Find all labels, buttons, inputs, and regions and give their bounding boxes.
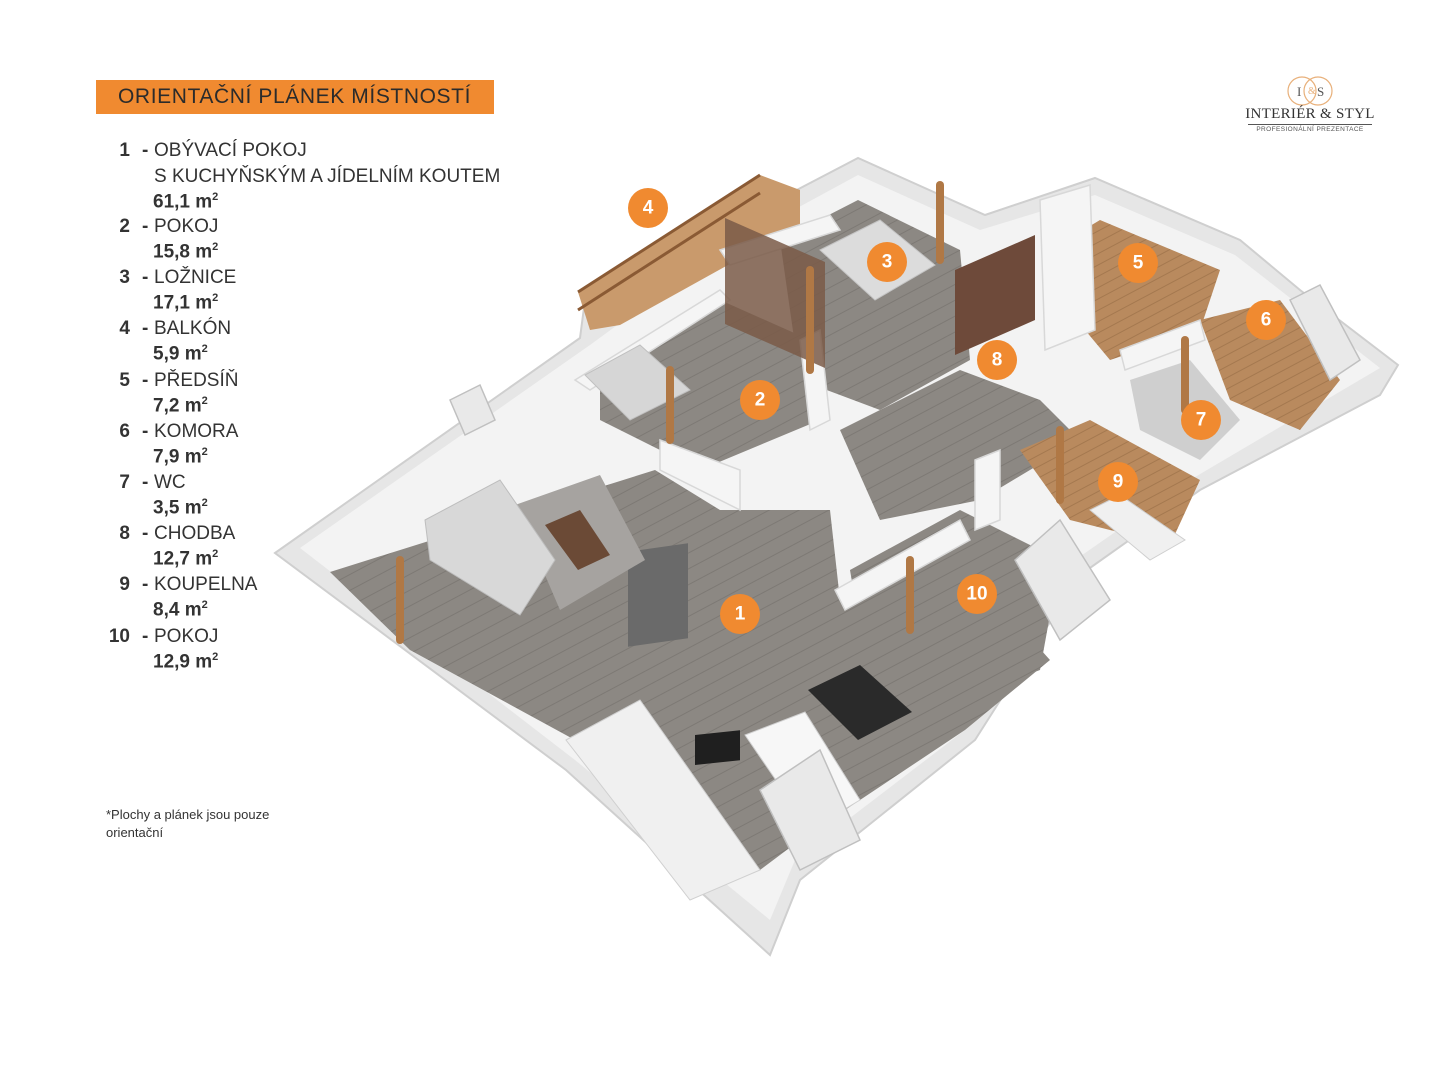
kitchen-counter xyxy=(565,699,761,901)
svg-text:5: 5 xyxy=(1133,253,1144,274)
legend-number: 5 xyxy=(119,369,130,391)
room-marker-7: 7 xyxy=(1181,400,1221,440)
logo-rings-icon: I & S xyxy=(1287,76,1333,106)
legend-room-name: KOMORA xyxy=(154,420,239,442)
legend-room-name: OBÝVACÍ POKOJ xyxy=(154,140,307,161)
coffee-table xyxy=(545,510,610,570)
dining-table xyxy=(808,665,912,740)
logo-brand-name: INTERIÉR & STYL xyxy=(1245,106,1375,122)
room-2-floor xyxy=(600,300,820,470)
legend-room-name: BALKÓN xyxy=(154,318,232,340)
legend-room-name-line2: S KUCHYŇSKÝM A JÍDELNÍM KOUTEM xyxy=(154,166,501,187)
legend-number: 10 xyxy=(108,625,130,647)
legend-room-area: 12,7 m2 xyxy=(153,548,219,570)
legend-number: 7 xyxy=(119,471,130,493)
legend-dash: - xyxy=(142,625,149,647)
timber-beams xyxy=(396,181,1189,644)
legend-number: 2 xyxy=(119,216,130,237)
skylights xyxy=(449,284,1361,872)
legend-room-name: PŘEDSÍŇ xyxy=(154,369,239,391)
legend-number: 1 xyxy=(119,140,130,161)
svg-text:3: 3 xyxy=(882,252,893,273)
legend-dash: - xyxy=(142,471,149,493)
legend-number: 8 xyxy=(119,523,130,545)
legend-room-name: POKOJ xyxy=(154,216,219,237)
legend-number: 9 xyxy=(119,574,130,596)
svg-text:9: 9 xyxy=(1113,472,1124,493)
room-marker-2: 2 xyxy=(740,380,780,420)
balcony-railing xyxy=(577,173,761,312)
room-marker-9: 9 xyxy=(1098,462,1138,502)
legend-number: 6 xyxy=(119,420,130,442)
sofa xyxy=(424,479,556,616)
legend-room-name: KOUPELNA xyxy=(154,574,258,596)
logo-tagline: PROFESIONÁLNÍ PREZENTACE xyxy=(1256,126,1364,133)
svg-text:10: 10 xyxy=(966,584,987,605)
room-markers: 1 2 3 4 5 6 7 8 9 10 xyxy=(628,188,1286,634)
legend-room-area: 3,5 m2 xyxy=(153,496,208,519)
svg-text:6: 6 xyxy=(1261,310,1272,331)
legend-room-area: 61,1 m2 xyxy=(153,191,219,213)
legend-dash: - xyxy=(142,267,149,289)
brand-logo: I & S INTERIÉR & STYL PROFESIONÁLNÍ PREZ… xyxy=(1240,74,1380,134)
room-2-sofa xyxy=(584,344,691,421)
svg-text:8: 8 xyxy=(992,350,1003,371)
room-marker-8: 8 xyxy=(977,340,1017,380)
legend-room-name: WC xyxy=(154,471,186,493)
bedroom-divider xyxy=(725,218,825,368)
fridge xyxy=(628,543,688,647)
svg-text:&: & xyxy=(1308,86,1316,97)
svg-text:4: 4 xyxy=(643,198,654,219)
corridor-floor xyxy=(840,370,1080,520)
legend-dash: - xyxy=(142,318,149,340)
legend-room-name: POKOJ xyxy=(154,625,219,647)
svg-text:7: 7 xyxy=(1196,410,1207,431)
legend-number: 4 xyxy=(119,318,130,340)
legend-room-area: 17,1 m2 xyxy=(153,292,219,314)
legend-dash: - xyxy=(142,523,149,545)
legend-dash: - xyxy=(142,216,149,237)
legend-room-area: 7,9 m2 xyxy=(153,445,208,468)
logo-divider xyxy=(1248,124,1372,125)
legend-room-name: CHODBA xyxy=(154,523,236,545)
balcony-floor xyxy=(578,175,800,330)
room-marker-1: 1 xyxy=(720,594,760,634)
svg-text:2: 2 xyxy=(755,390,766,411)
footnote: *Plochy a plánek jsou pouze orientační xyxy=(106,807,270,840)
wardrobe xyxy=(955,235,1035,355)
room-marker-5: 5 xyxy=(1118,243,1158,283)
room-marker-4: 4 xyxy=(628,188,668,228)
storage-floor xyxy=(1200,300,1340,430)
svg-text:1: 1 xyxy=(735,604,746,625)
legend-dash: - xyxy=(142,574,149,596)
legend-room-area: 5,9 m2 xyxy=(153,343,208,365)
legend-room-area: 12,9 m2 xyxy=(153,650,219,672)
page-title: ORIENTAČNÍ PLÁNEK MÍSTNOSTÍ xyxy=(118,85,472,108)
cooktop xyxy=(695,730,740,765)
legend-dash: - xyxy=(142,369,149,391)
room-marker-10: 10 xyxy=(957,574,997,614)
legend-dash: - xyxy=(142,420,149,442)
legend-room-name: LOŽNICE xyxy=(154,267,237,289)
logo-monogram-left: I xyxy=(1297,84,1301,99)
room-marker-3: 3 xyxy=(867,242,907,282)
room-marker-6: 6 xyxy=(1246,300,1286,340)
legend-room-area: 7,2 m2 xyxy=(153,394,208,416)
legend-room-area: 15,8 m2 xyxy=(153,241,219,263)
legend-number: 3 xyxy=(119,267,130,289)
logo-monogram-right: S xyxy=(1317,84,1324,99)
legend-room-area: 8,4 m2 xyxy=(153,599,208,621)
legend-dash: - xyxy=(142,140,149,161)
title-banner: ORIENTAČNÍ PLÁNEK MÍSTNOSTÍ xyxy=(96,80,494,114)
